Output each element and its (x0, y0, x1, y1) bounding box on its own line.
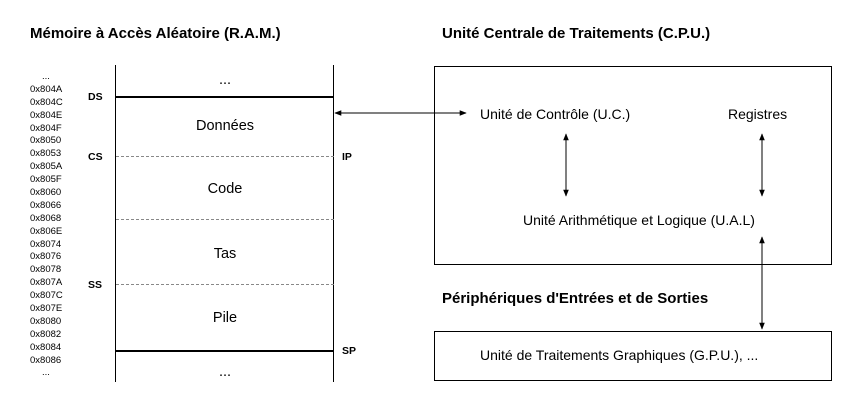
ram-divider-heap (116, 219, 334, 220)
segment-stack: Pile (212, 310, 238, 326)
address-item: 0x805A (30, 161, 63, 173)
address-item: 0x8084 (30, 341, 62, 353)
segment-heap: Tas (213, 246, 237, 262)
address-item: 0x805F (30, 174, 62, 186)
address-item: 0x807E (30, 303, 63, 315)
ram-ellipsis-top: ... (218, 72, 232, 88)
registers-label: Registres (728, 106, 788, 122)
address-item: 0x8078 (30, 264, 62, 276)
segment-code: Code (207, 181, 243, 197)
io-title: Périphériques d'Entrées et de Sorties (442, 290, 709, 307)
ram-title: Mémoire à Accès Aléatoire (R.A.M.) (30, 25, 281, 42)
address-item: 0x8053 (30, 148, 62, 160)
address-item: 0x804F (30, 122, 62, 134)
address-item: 0x8080 (30, 315, 62, 327)
cpu-box (434, 66, 832, 265)
alu-label: Unité Arithmétique et Logique (U.A.L) (523, 212, 755, 228)
register-ss: SS (88, 279, 103, 291)
gpu-label: Unité de Traitements Graphiques (G.P.U.)… (480, 347, 759, 363)
control-unit-label: Unité de Contrôle (U.C.) (480, 106, 631, 122)
address-item: 0x8086 (30, 354, 62, 366)
ram-ellipsis-bottom: ... (218, 364, 232, 380)
address-item: 0x8060 (30, 187, 62, 199)
register-ip: IP (342, 151, 352, 163)
address-item: ... (42, 367, 50, 379)
address-item: 0x807A (30, 277, 63, 289)
address-item: 0x807C (30, 290, 63, 302)
address-item: ... (42, 71, 50, 82)
address-item: 0x8074 (30, 238, 62, 250)
address-item: 0x804A (30, 83, 63, 95)
address-item: 0x804E (30, 109, 63, 121)
address-item: 0x8066 (30, 199, 62, 211)
ram-left-border (115, 65, 116, 382)
address-item: 0x8050 (30, 135, 62, 147)
cpu-title: Unité Centrale de Traitements (C.P.U.) (442, 25, 711, 42)
ram-divider-stack (116, 284, 334, 285)
register-cs: CS (88, 151, 103, 163)
address-item: 0x8082 (30, 328, 62, 340)
address-list: ... 0x804A 0x804C 0x804E 0x804F 0x8050 0… (30, 71, 80, 380)
segment-data: Données (195, 118, 255, 134)
address-item: 0x806E (30, 225, 63, 237)
ram-divider-code (116, 156, 334, 157)
address-item: 0x8076 (30, 251, 62, 263)
register-ds: DS (88, 91, 103, 103)
io-box (434, 331, 832, 381)
ram-bottom-border (115, 350, 334, 352)
ram-top-border (115, 96, 334, 98)
address-item: 0x8068 (30, 212, 62, 224)
address-item: 0x804C (30, 96, 63, 108)
ram-right-border (333, 65, 334, 382)
register-sp: SP (342, 345, 357, 357)
